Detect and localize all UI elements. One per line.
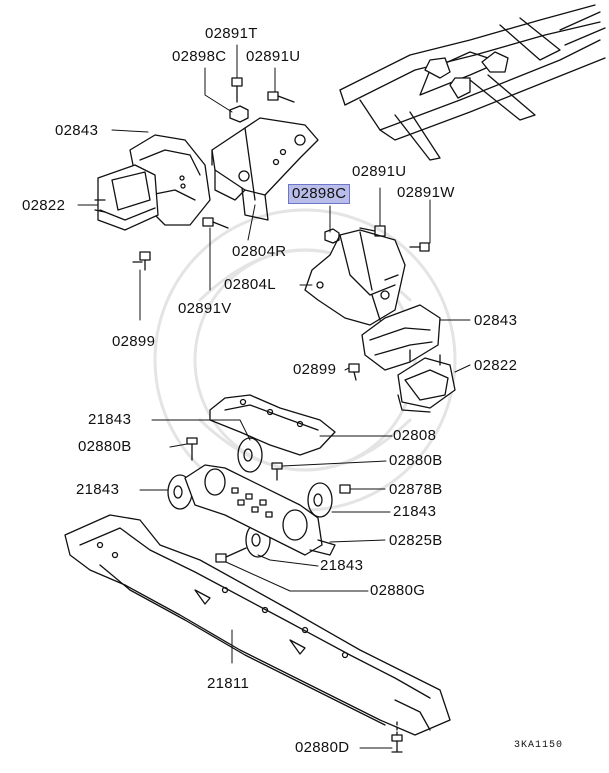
label-02891u-mid: 02891U <box>352 163 407 180</box>
label-02880b-a: 02880B <box>78 438 132 455</box>
leader-lines <box>77 44 471 749</box>
label-02804r: 02804R <box>232 243 287 260</box>
crossmember-assembly <box>184 464 336 556</box>
engine-mount-right <box>94 164 159 231</box>
label-02899-right: 02899 <box>293 361 337 378</box>
label-02825b: 02825B <box>389 532 443 549</box>
bolt-02880b-a <box>186 437 198 461</box>
bolt-02891t <box>231 77 243 103</box>
engine-mount-left <box>397 349 456 413</box>
label-02891v: 02891V <box>178 300 232 317</box>
label-02891t: 02891T <box>205 25 258 42</box>
bolt-02891v <box>202 217 229 229</box>
label-02878b: 02878B <box>389 481 443 498</box>
mount-bracket-right <box>211 117 319 221</box>
label-02898c-highlighted: 02898C <box>288 184 351 204</box>
label-02880d: 02880D <box>295 739 350 756</box>
bolt-02891u-top <box>267 91 295 103</box>
label-21811: 21811 <box>207 675 250 692</box>
label-02808: 02808 <box>393 427 437 444</box>
label-02804l: 02804L <box>224 276 276 293</box>
washer-21843-a <box>237 437 263 473</box>
bolt-02880g <box>215 547 247 563</box>
nut-02898c-mid <box>324 228 340 244</box>
label-21843-c: 21843 <box>393 503 437 520</box>
crossmember-bracket <box>209 394 336 456</box>
label-02891u-top: 02891U <box>246 48 301 65</box>
label-02843-left: 02843 <box>474 312 518 329</box>
label-02880b-b: 02880B <box>389 452 443 469</box>
label-02891w: 02891W <box>397 184 455 201</box>
bolt-02878b <box>339 484 351 494</box>
bolt-02899-right <box>348 363 360 381</box>
label-02898c-top: 02898C <box>172 48 227 65</box>
bolt-02891w <box>409 242 430 252</box>
main-crossmember <box>64 514 451 736</box>
label-02880g: 02880G <box>370 582 426 599</box>
bolt-02899-left <box>132 251 151 271</box>
nut-02898c-top <box>229 105 249 123</box>
bolt-02880d <box>391 721 403 753</box>
label-02822-right: 02822 <box>22 197 66 214</box>
mount-bracket-left <box>304 229 406 326</box>
insulator-left <box>361 304 441 371</box>
label-21843-d: 21843 <box>320 557 364 574</box>
label-02843-right: 02843 <box>55 122 99 139</box>
label-02899-left: 02899 <box>112 333 156 350</box>
frame-rails <box>339 4 606 161</box>
diagram-code: 3KA1150 <box>514 740 564 751</box>
washer-21843-c <box>307 482 333 518</box>
label-21843-b: 21843 <box>76 481 120 498</box>
label-02822-left: 02822 <box>474 357 518 374</box>
label-21843-a: 21843 <box>88 411 132 428</box>
